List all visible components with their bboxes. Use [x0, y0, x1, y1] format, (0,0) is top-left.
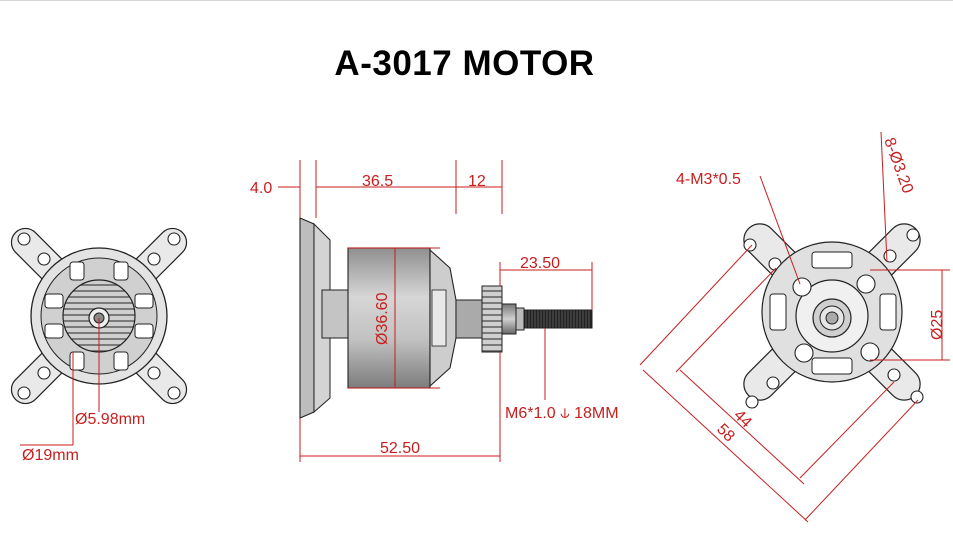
side-view: [278, 160, 593, 462]
drawing-title: A-3017 MOTOR: [334, 44, 595, 83]
front-arm-holes: [17, 232, 181, 400]
front-length-label: 12: [468, 173, 486, 190]
mount-holes-label: 8-Ø3.20: [880, 136, 916, 196]
shaft-length-label: 23.50: [520, 255, 560, 272]
threaded-shaft: [523, 309, 593, 329]
top-border: [0, 0, 953, 1]
total-length-label: 52.50: [380, 440, 420, 457]
thread-spec-label: M6*1.0 ⫝ 18MM: [505, 405, 619, 422]
screw-holes-label: 4-M3*0.5: [676, 171, 741, 188]
front-vents: [44, 261, 154, 371]
mount-screw-holes: [792, 274, 880, 363]
side-prop-adapter: [481, 285, 503, 353]
can-length-label: 36.5: [362, 173, 393, 190]
hole-spacing-label: Ø25: [929, 310, 946, 340]
mount-arm-holes: [743, 228, 924, 409]
can-diameter-label: Ø36.60: [374, 292, 391, 345]
inner-span-label: 44: [730, 407, 755, 432]
hub-diameter-label: Ø19mm: [22, 447, 79, 464]
shaft-diameter-label: Ø5.98mm: [75, 411, 145, 428]
front-view: [10, 227, 188, 446]
outer-span-label: 58: [713, 421, 738, 446]
mount-view: [639, 131, 950, 523]
mount-thickness-label: 4.0: [250, 180, 272, 197]
